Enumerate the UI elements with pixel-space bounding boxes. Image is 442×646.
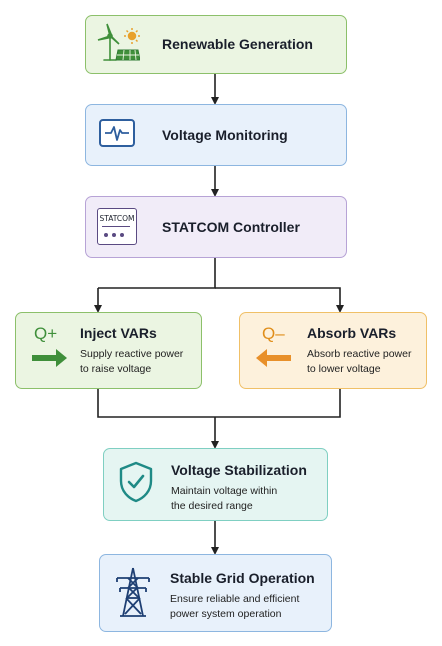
node-renewable-generation: Renewable Generation	[85, 15, 347, 74]
node-monitoring-title: Voltage Monitoring	[162, 127, 288, 143]
node-grid-desc-2: power system operation	[170, 608, 282, 620]
node-absorb-desc-1: Absorb reactive power	[307, 348, 412, 360]
node-statcom-controller: STATCOM STATCOM Controller	[85, 196, 347, 258]
statcom-device-label: STATCOM	[99, 214, 135, 223]
node-inject-vars: Q+ Inject VARs Supply reactive power to …	[15, 312, 202, 389]
q-plus-badge: Q+	[34, 324, 58, 343]
node-stabilization-desc-1: Maintain voltage within	[171, 485, 278, 497]
node-absorb-title: Absorb VARs	[307, 325, 397, 341]
node-inject-desc-2: to raise voltage	[80, 363, 152, 375]
node-renewable-title: Renewable Generation	[162, 36, 313, 52]
statcom-device-icon: STATCOM	[97, 208, 137, 245]
wind-solar-icon	[97, 23, 140, 61]
arrow-left-icon	[256, 349, 291, 367]
arrow-right-icon	[32, 349, 67, 367]
node-inject-desc-1: Supply reactive power	[80, 348, 184, 360]
node-absorb-vars: Q– Absorb VARs Absorb reactive power to …	[239, 312, 427, 389]
transmission-tower-icon	[116, 567, 150, 617]
node-voltage-monitoring: Voltage Monitoring	[85, 104, 347, 166]
node-stabilization-desc-2: the desired range	[171, 500, 253, 512]
node-statcom-title: STATCOM Controller	[162, 219, 300, 235]
merge-inject	[97, 389, 341, 418]
node-absorb-desc-2: to lower voltage	[307, 363, 381, 375]
q-minus-badge: Q–	[262, 324, 285, 343]
node-grid-title: Stable Grid Operation	[170, 570, 315, 586]
node-voltage-stabilization: Voltage Stabilization Maintain voltage w…	[103, 448, 328, 521]
monitor-waveform-icon	[99, 119, 135, 147]
node-stable-grid-operation: Stable Grid Operation Ensure reliable an…	[99, 554, 332, 632]
node-grid-desc-1: Ensure reliable and efficient	[170, 593, 300, 605]
branch-statcom	[98, 258, 216, 289]
node-stabilization-title: Voltage Stabilization	[171, 462, 307, 478]
arrow-to-absorb	[215, 287, 344, 313]
node-inject-title: Inject VARs	[80, 325, 157, 341]
shield-check-icon	[119, 461, 153, 503]
